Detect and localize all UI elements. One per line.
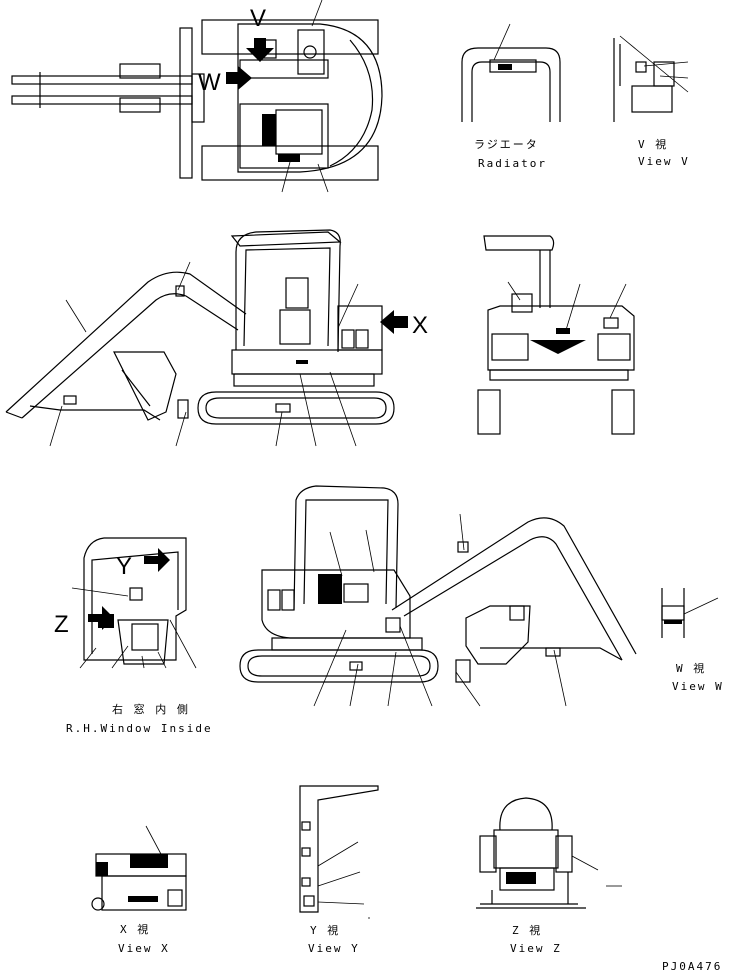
view-y-detail — [299, 785, 379, 919]
caption-view-w-jp: W 視 — [676, 661, 706, 675]
letter-z: Z — [54, 611, 69, 638]
letter-x: X — [412, 312, 428, 339]
top-view — [11, 0, 383, 193]
caption-radiator-en: Radiator — [478, 157, 547, 170]
view-w-detail — [661, 588, 719, 638]
rear-view — [477, 235, 635, 435]
caption-view-z-jp: Z 視 — [512, 923, 542, 937]
view-x-detail — [91, 825, 187, 911]
caption-view-y-jp: Y 視 — [310, 923, 340, 937]
view-z-detail — [476, 797, 622, 909]
caption-window-en: R.H.Window Inside — [66, 722, 213, 735]
side-view-right — [239, 485, 637, 707]
letter-w: W — [198, 69, 221, 96]
caption-view-v-jp: V 視 — [638, 137, 668, 151]
radiator-detail — [461, 23, 561, 122]
figure-code: PJ0A476 — [662, 960, 722, 973]
caption-view-v-en: View V — [638, 155, 690, 168]
caption-view-y-en: View Y — [308, 942, 360, 955]
side-view-left — [5, 229, 408, 447]
caption-window-jp: 右 窓 内 側 — [112, 702, 190, 716]
caption-radiator-jp: ラジエータ — [474, 138, 539, 151]
view-v-detail — [613, 35, 689, 122]
caption-view-z-en: View Z — [510, 942, 562, 955]
letter-y: Y — [116, 553, 132, 580]
window-inside-detail — [71, 537, 197, 669]
letter-v: V — [250, 5, 266, 32]
caption-view-w-en: View W — [672, 680, 724, 693]
caption-view-x-en: View X — [118, 942, 170, 955]
caption-view-x-jp: X 視 — [120, 922, 150, 936]
